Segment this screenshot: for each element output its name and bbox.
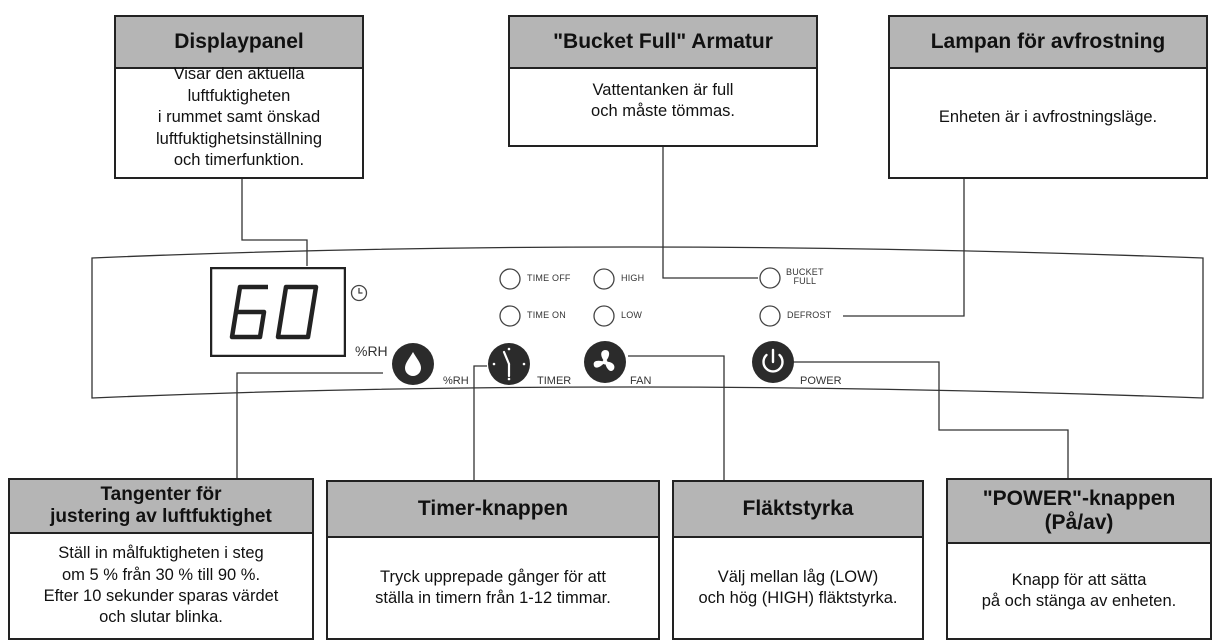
description-line: och måste tömmas. — [591, 102, 735, 120]
callout-power-button: "POWER"-knappen (På/av) Knapp för att sä… — [946, 478, 1212, 640]
description-line: Efter 10 sekunder sparas värdet — [43, 587, 279, 605]
callout-description: Vattentanken är full och måste tömmas. — [510, 69, 816, 145]
bucket-full-label: BUCKET FULL — [786, 267, 824, 287]
humidity-button-label: %RH — [443, 375, 469, 387]
description-line: Välj mellan låg (LOW) — [717, 567, 879, 586]
humidity-button[interactable] — [391, 342, 435, 386]
callout-description: Visar den aktuella luftfuktigheten i rum… — [116, 65, 362, 177]
callout-description: Tryck upprepade gånger för att ställa in… — [328, 538, 658, 638]
callout-display-panel: Displaypanel Visar den aktuella luftfukt… — [114, 15, 364, 179]
clock-hands-icon — [502, 350, 511, 378]
power-icon — [762, 348, 784, 373]
connector-timer — [473, 365, 487, 480]
power-button[interactable] — [751, 340, 795, 384]
display-unit-label: %RH — [355, 343, 388, 359]
description-line: Enheten är i avfrostningsläge. — [938, 108, 1158, 127]
callout-description: Enheten är i avfrostningsläge. — [890, 69, 1206, 177]
callout-description: Ställ in målfuktigheten i steg om 5 % fr… — [10, 534, 312, 638]
fan-button[interactable] — [583, 340, 627, 384]
fan-button-label: FAN — [630, 375, 652, 387]
description-line: på och stänga av enheten. — [981, 592, 1177, 610]
connector-power — [787, 361, 1069, 478]
clock-icon — [350, 284, 368, 302]
time-on-label: TIME ON — [527, 310, 566, 320]
description-line: Vattentanken är full — [592, 80, 734, 99]
description-line: luftfuktighetsinställning — [155, 129, 322, 148]
callout-title: "POWER"-knappen (På/av) — [948, 480, 1210, 544]
description-line: och slutar blinka. — [99, 608, 223, 627]
description-line: Ställ in målfuktigheten i steg — [58, 544, 264, 563]
bucket-full-indicator — [759, 267, 781, 289]
connector-fan — [628, 355, 725, 480]
description-line: och timerfunktion. — [173, 151, 305, 170]
high-label: HIGH — [621, 273, 645, 283]
callout-humidity-keys: Tangenter för justering av luftfuktighet… — [8, 478, 314, 640]
callout-defrost-lamp: Lampan för avfrostning Enheten är i avfr… — [888, 15, 1208, 179]
callout-description: Knapp för att sätta på och stänga av enh… — [948, 544, 1210, 638]
callout-title: Tangenter för justering av luftfuktighet — [10, 480, 312, 534]
timer-button-label: TIMER — [537, 375, 572, 387]
callout-bucket-full: "Bucket Full" Armatur Vattentanken är fu… — [508, 15, 818, 147]
low-indicator — [593, 305, 615, 327]
power-button-label: POWER — [800, 375, 842, 387]
description-line: Visar den aktuella luftfuktigheten — [173, 65, 305, 105]
callout-title: Lampan för avfrostning — [890, 17, 1206, 69]
description-line: och hög (HIGH) fläktstyrka. — [698, 589, 898, 607]
connector-defrost — [843, 178, 965, 317]
description-line: Tryck upprepade gånger för att — [380, 567, 606, 586]
fan-icon — [593, 350, 615, 372]
low-label: LOW — [621, 310, 643, 320]
description-line: om 5 % från 30 % till 90 %. — [61, 565, 261, 584]
connector-humidity — [236, 372, 383, 478]
defrost-label: DEFROST — [787, 310, 832, 320]
connector-bucket-full — [662, 146, 758, 279]
timer-button[interactable] — [487, 342, 531, 386]
high-indicator — [593, 268, 615, 290]
callout-description: Välj mellan låg (LOW) och hög (HIGH) flä… — [674, 538, 922, 638]
callout-title: Timer-knappen — [328, 482, 658, 538]
water-drop-icon — [405, 352, 421, 376]
description-line: ställa in timern från 1-12 timmar. — [375, 589, 611, 607]
callout-fan-speed: Fläktstyrka Välj mellan låg (LOW) och hö… — [672, 480, 924, 640]
description-line: Knapp för att sätta — [1011, 570, 1147, 589]
callout-title: Displaypanel — [116, 17, 362, 69]
connector-display — [241, 178, 308, 266]
display-window — [210, 267, 346, 357]
defrost-indicator — [759, 305, 781, 327]
control-panel-outline — [91, 246, 1204, 399]
callout-timer-button: Timer-knappen Tryck upprepade gånger för… — [326, 480, 660, 640]
callout-title: "Bucket Full" Armatur — [510, 17, 816, 69]
time-on-indicator — [499, 305, 521, 327]
time-off-label: TIME OFF — [527, 273, 571, 283]
description-line: i rummet samt önskad — [157, 108, 321, 127]
time-off-indicator — [499, 268, 521, 290]
callout-title: Fläktstyrka — [674, 482, 922, 538]
